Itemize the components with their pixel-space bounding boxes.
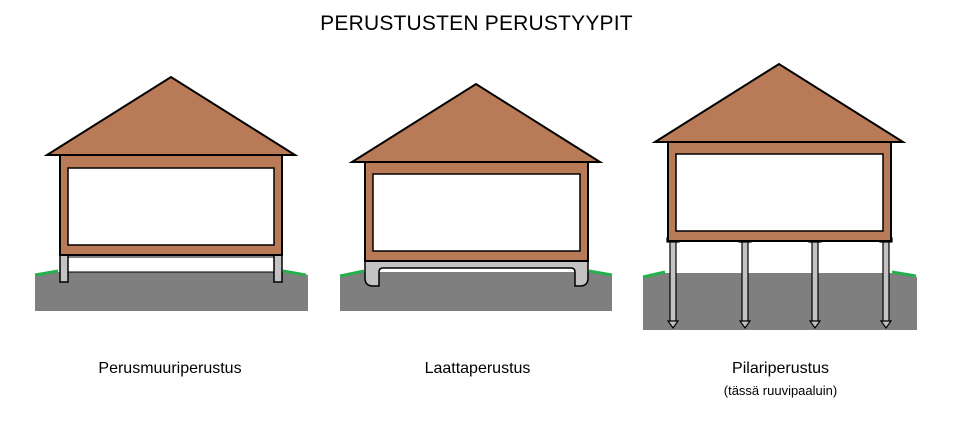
caption-perusmuuriperustus: Perusmuuriperustus <box>98 360 242 377</box>
interior-2 <box>372 173 581 252</box>
ground-1 <box>35 272 308 311</box>
grass-2b <box>588 269 613 277</box>
interior-3 <box>675 153 884 232</box>
slab-foundation <box>364 260 589 287</box>
foundation-wall-right <box>273 254 283 283</box>
grass-3b <box>891 270 917 278</box>
house-laatta <box>339 82 613 311</box>
grass-2a <box>339 269 365 278</box>
caption-pilariperustus-note: (tässä ruuvipaaluin) <box>723 383 838 398</box>
caption-pilariperustus: Pilariperustus <box>732 360 829 377</box>
grass-1a <box>34 269 59 277</box>
roof-1 <box>43 75 299 156</box>
ground-2 <box>340 272 612 311</box>
grass-3a <box>642 270 666 279</box>
house-perusmuuri <box>34 75 308 311</box>
interior-1 <box>67 167 275 246</box>
roof-2 <box>348 82 604 163</box>
ground-3 <box>643 273 917 330</box>
grass-1b <box>282 269 307 277</box>
caption-laattaperustus: Laattaperustus <box>424 360 531 377</box>
roof-3 <box>651 62 907 143</box>
house-pilari <box>642 62 917 330</box>
diagram-title: PERUSTUSTEN PERUSTYYPIT <box>320 12 633 35</box>
foundation-wall-left <box>59 254 69 283</box>
